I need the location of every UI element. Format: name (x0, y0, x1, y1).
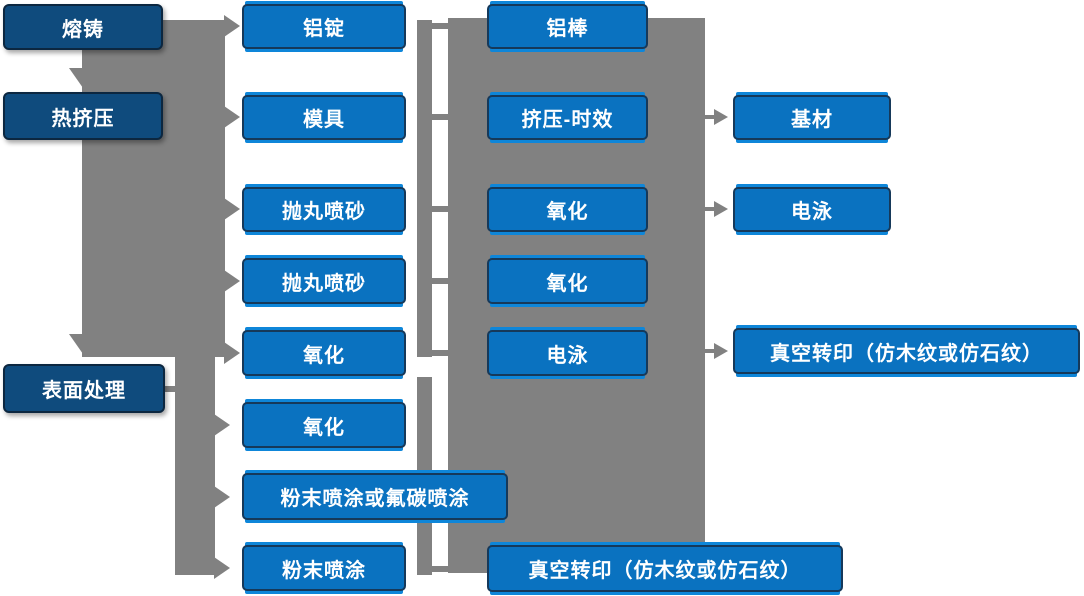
node-oxidation-2: 氧化 (242, 402, 406, 448)
node-label: 铝锭 (303, 18, 345, 40)
node-powder-fluorocarbon-coating: 粉末喷涂或氟碳喷涂 (242, 473, 508, 520)
node-label: 基材 (791, 109, 833, 131)
link-row8 (430, 566, 450, 572)
node-electrophoresis-1: 电泳 (487, 330, 648, 376)
node-vacuum-transfer-2: 真空转印（仿木纹或仿石纹） (733, 328, 1080, 374)
node-oxidation-1: 氧化 (242, 330, 406, 376)
node-surface-treatment: 表面处理 (3, 364, 165, 413)
arrow-shaft-to-substrate (703, 115, 717, 119)
arrow-to-shot-blasting-1-icon (224, 198, 240, 220)
link-row1 (430, 23, 450, 29)
node-label: 铝棒 (546, 18, 589, 40)
left-branch-bar (175, 300, 215, 575)
arrow-to-oxidation-2-icon (214, 414, 230, 436)
link-row2 (430, 114, 450, 120)
node-label: 热挤压 (51, 107, 115, 130)
node-label: 粉末喷涂或氟碳喷涂 (280, 488, 470, 510)
node-label: 电泳 (791, 201, 833, 223)
arrow-to-shot-blasting-2-icon (224, 270, 240, 292)
node-label: 电泳 (546, 344, 589, 367)
mid-collector-bar-upper (417, 20, 432, 357)
node-shot-blasting-1: 抛丸喷砂 (242, 187, 406, 232)
node-extrusion-aging: 挤压-时效 (487, 95, 648, 140)
arrow-to-aluminum-ingot-icon (224, 15, 240, 37)
arrow-shaft-to-vacuum-transfer (703, 349, 717, 353)
node-label: 氧化 (546, 201, 589, 223)
link-row3 (430, 206, 450, 212)
node-oxidation-4: 氧化 (487, 258, 648, 304)
node-label: 模具 (303, 109, 345, 131)
node-electrophoresis-2: 电泳 (733, 187, 891, 232)
arrow-to-mold-icon (224, 106, 240, 128)
node-label: 真空转印（仿木纹或仿石纹） (770, 342, 1043, 365)
node-label: 氧化 (546, 272, 589, 295)
node-aluminum-ingot: 铝锭 (242, 4, 406, 49)
node-label: 熔铸 (62, 18, 104, 41)
arrow-to-electrophoresis-icon (714, 201, 728, 217)
node-hot-extrusion: 热挤压 (3, 92, 163, 140)
node-aluminum-rod: 铝棒 (487, 4, 648, 49)
node-label: 真空转印（仿木纹或仿石纹） (528, 560, 802, 582)
node-label: 抛丸喷砂 (282, 272, 366, 295)
node-oxidation-3: 氧化 (487, 187, 648, 232)
node-label: 挤压-时效 (521, 109, 614, 131)
arrow-to-powder-fluorocarbon-icon (214, 486, 230, 508)
node-melting-casting: 熔铸 (3, 4, 163, 50)
node-shot-blasting-2: 抛丸喷砂 (242, 258, 406, 304)
arrow-to-powder-coating-icon (214, 557, 230, 579)
arrow-down-to-hot-extrusion-icon (69, 68, 97, 88)
node-label: 氧化 (303, 344, 345, 367)
surface-treatment-stub-connector (163, 386, 179, 392)
node-label: 氧化 (303, 416, 345, 439)
arrow-to-substrate-icon (714, 109, 728, 125)
arrow-down-to-surface-treatment-icon (69, 334, 97, 354)
node-vacuum-transfer-1: 真空转印（仿木纹或仿石纹） (487, 545, 843, 592)
arrow-shaft-to-electrophoresis (703, 207, 717, 211)
node-mold: 模具 (242, 95, 406, 140)
link-row5 (430, 350, 450, 356)
node-label: 抛丸喷砂 (282, 201, 366, 223)
node-label: 表面处理 (42, 380, 126, 402)
link-row4 (430, 278, 450, 284)
node-label: 粉末喷涂 (282, 559, 366, 582)
node-powder-coating: 粉末喷涂 (242, 545, 406, 591)
node-substrate: 基材 (733, 95, 891, 140)
arrow-to-vacuum-transfer-icon (714, 343, 728, 359)
arrow-to-oxidation-1-icon (224, 342, 240, 364)
